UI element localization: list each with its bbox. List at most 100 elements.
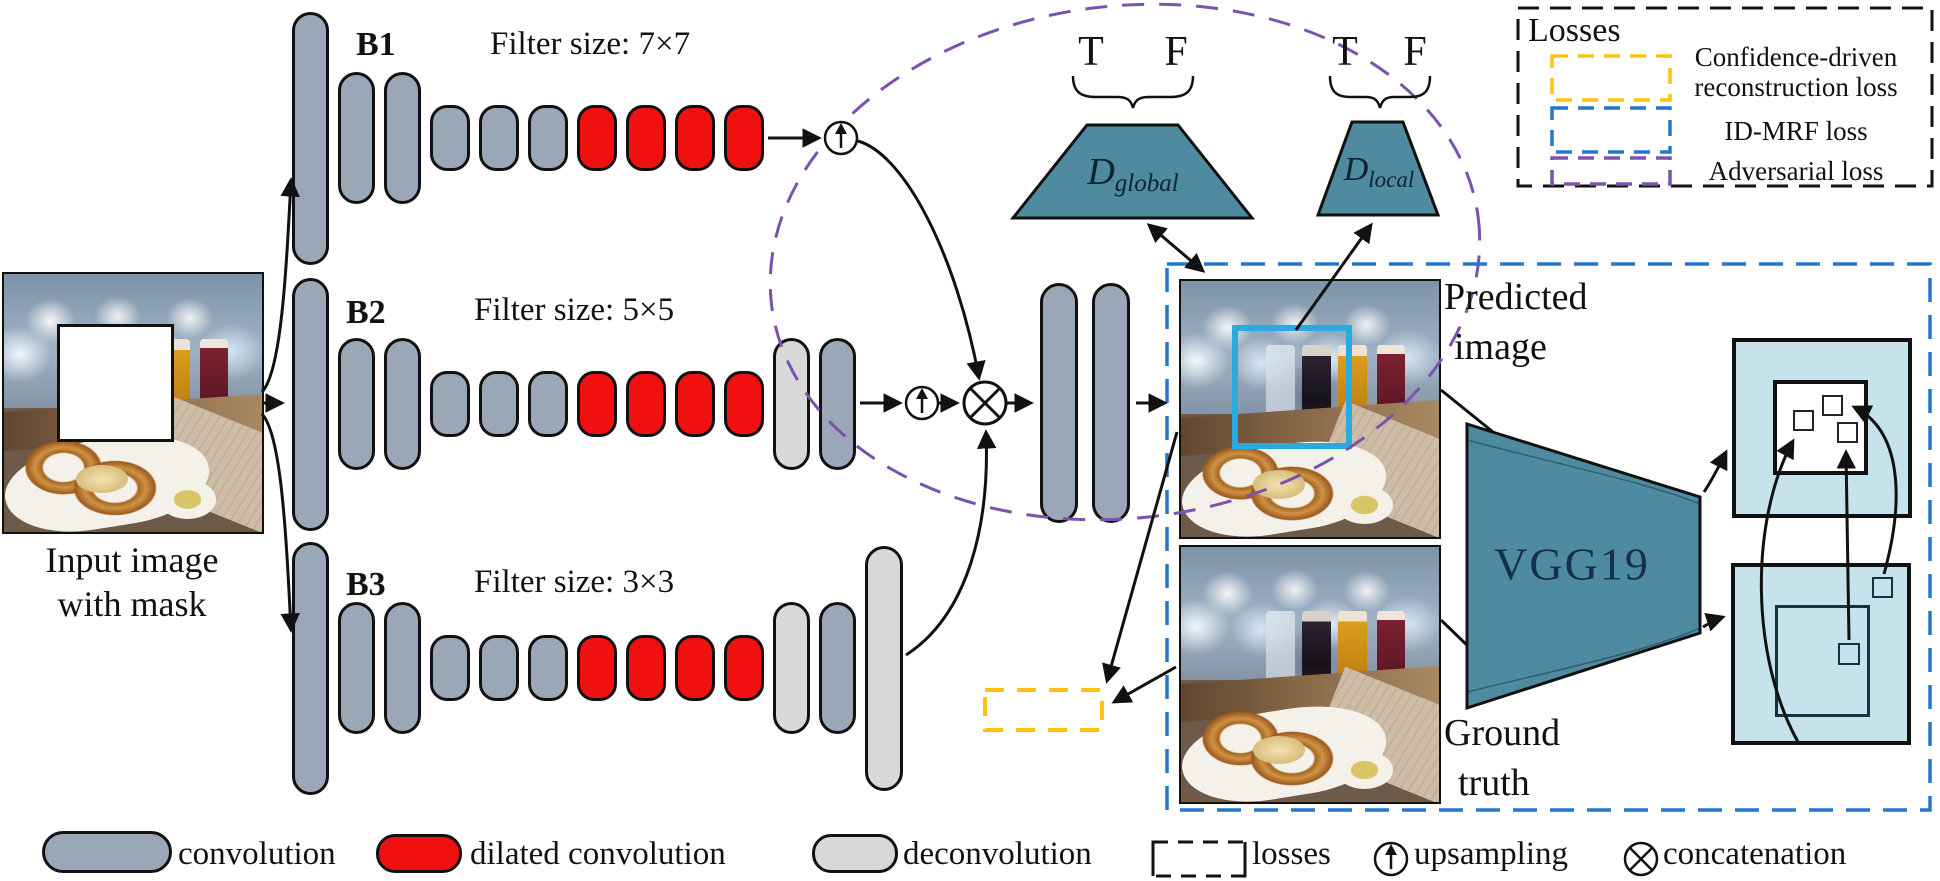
dilated-capsule: [626, 635, 666, 701]
dilated-capsule: [577, 105, 617, 171]
input-caption-line1: Input image: [45, 540, 219, 580]
vgg-shade-line: [1466, 439, 1701, 505]
photo-cream: [1253, 470, 1305, 499]
dilated-capsule: [577, 635, 617, 701]
deconvolution-legend-icon: [812, 834, 898, 873]
d-global-main: D: [1087, 151, 1115, 193]
predicted-image-caption: Predicted image: [1444, 272, 1588, 372]
dilated-capsule: [724, 371, 764, 437]
conv-small-capsule: [479, 371, 519, 437]
predicted-dglobal-arrow: [1146, 223, 1206, 273]
vgg-to-topbox-arrow: [1702, 449, 1728, 493]
conv-small-capsule: [430, 105, 470, 171]
deconv-tall-capsule: [865, 545, 903, 791]
conv-med-capsule: [819, 602, 856, 734]
branch-b3-label: B3: [346, 566, 386, 603]
branch-b1-filter-label: Filter size: 7×7: [490, 26, 691, 62]
conv-med-capsule: [338, 338, 375, 470]
predicted-image: [1179, 279, 1441, 539]
losses-legend-icon: [1151, 840, 1247, 878]
upsampling-legend-icon: [1373, 841, 1409, 877]
concat-x-glyph: [969, 387, 1001, 419]
tf-brace-global: [1071, 75, 1195, 109]
dilated-capsule: [577, 371, 617, 437]
feature-patch-square: [1793, 410, 1814, 431]
branch-b1-label: B1: [356, 26, 396, 63]
predicted-to-vgg-line: [1440, 388, 1494, 434]
adversarial-loss-label: Adversarial loss: [1708, 156, 1884, 186]
photo-mustard-bowl: [1335, 485, 1393, 525]
d-local-main: D: [1343, 151, 1369, 188]
input-image: [2, 272, 264, 534]
ground-caption-line2: truth: [1458, 762, 1530, 804]
photo-mustard-bowl: [1335, 751, 1393, 790]
convolution-legend-label: convolution: [178, 836, 336, 872]
reconstruction-loss-label-line2: reconstruction loss: [1694, 72, 1898, 102]
conv-small-capsule: [430, 371, 470, 437]
reconstruction-loss-box: [983, 688, 1104, 732]
conv-tall-capsule: [292, 541, 329, 795]
input-to-b1-arrow: [260, 177, 300, 394]
branch-b2-filter-label: Filter size: 5×5: [474, 292, 675, 328]
upsampling-node-b1: [823, 120, 859, 156]
tf-brace-local: [1328, 75, 1432, 109]
conv-med-capsule: [819, 338, 856, 470]
conv-med-capsule: [384, 338, 421, 470]
deconv-med-capsule: [773, 338, 810, 470]
upsampling-arrow-glyph: [916, 388, 928, 399]
false-label-local: F: [1403, 29, 1427, 75]
dilated-capsule: [626, 105, 666, 171]
d-global-sub: global: [1114, 170, 1179, 197]
conv-med-capsule: [384, 602, 421, 734]
dilated-capsule: [675, 371, 715, 437]
concatenation-node: [962, 380, 1008, 426]
deconv-med-capsule: [773, 602, 810, 734]
feature-patch-square: [1822, 395, 1843, 416]
vgg19-label: VGG19: [1494, 538, 1650, 590]
vgg-to-bottombox-arrow: [1702, 612, 1726, 632]
b3-to-concat: [905, 429, 997, 657]
conv-post-capsule: [1040, 283, 1078, 523]
input-to-b3-arrow: [260, 412, 300, 633]
dilated-convolution-legend-label: dilated convolution: [470, 836, 726, 872]
adversarial-loss-swatch: [1550, 156, 1672, 186]
mask-square: [56, 324, 174, 443]
upsampling-node-b2: [904, 385, 940, 421]
conv-med-capsule: [338, 72, 375, 204]
upsampling-legend-label: upsampling: [1414, 836, 1568, 872]
deconvolution-legend-label: deconvolution: [903, 836, 1092, 872]
branch-b3-filter-label: Filter size: 3×3: [474, 564, 675, 600]
losses-legend-title: Losses: [1528, 12, 1621, 49]
ground-caption-line1: Ground: [1444, 712, 1561, 754]
inpainted-region-box: [1232, 325, 1353, 449]
dilated-capsule: [626, 371, 666, 437]
dilated-capsule: [724, 635, 764, 701]
reconstruction-loss-swatch: [1550, 54, 1672, 102]
b1-upsample-to-concat: [857, 139, 986, 381]
branch-b2-layers: [292, 276, 856, 532]
dilated-capsule: [675, 635, 715, 701]
predicted-caption-line1: Predicted: [1444, 276, 1588, 318]
predicted-caption-line2: image: [1454, 326, 1547, 368]
conv-tall-capsule: [292, 277, 329, 531]
idmrf-loss-label: ID-MRF loss: [1724, 116, 1868, 146]
feature-source-square: [1872, 577, 1893, 598]
shared-decoder-layers: [1040, 283, 1130, 523]
conv-med-capsule: [338, 602, 375, 734]
ground-to-reconloss-arrow: [1111, 665, 1177, 704]
feature-patch-square: [1837, 422, 1858, 443]
concatenation-legend-icon: [1623, 841, 1659, 877]
idmrf-loss-swatch: [1550, 106, 1672, 154]
d-local-sub: local: [1368, 167, 1415, 192]
branch-b1-layers: [292, 10, 764, 266]
true-label-global: T: [1078, 29, 1104, 75]
feature-source-square: [1838, 643, 1860, 665]
upsampling-arrow-glyph: [1385, 844, 1397, 855]
upsampling-arrow-glyph: [835, 123, 847, 134]
vgg-shade-line: [1466, 627, 1701, 693]
losses-legend-label: losses: [1252, 836, 1331, 872]
conv-small-capsule: [528, 105, 568, 171]
input-image-caption: Input image with mask: [0, 538, 264, 626]
